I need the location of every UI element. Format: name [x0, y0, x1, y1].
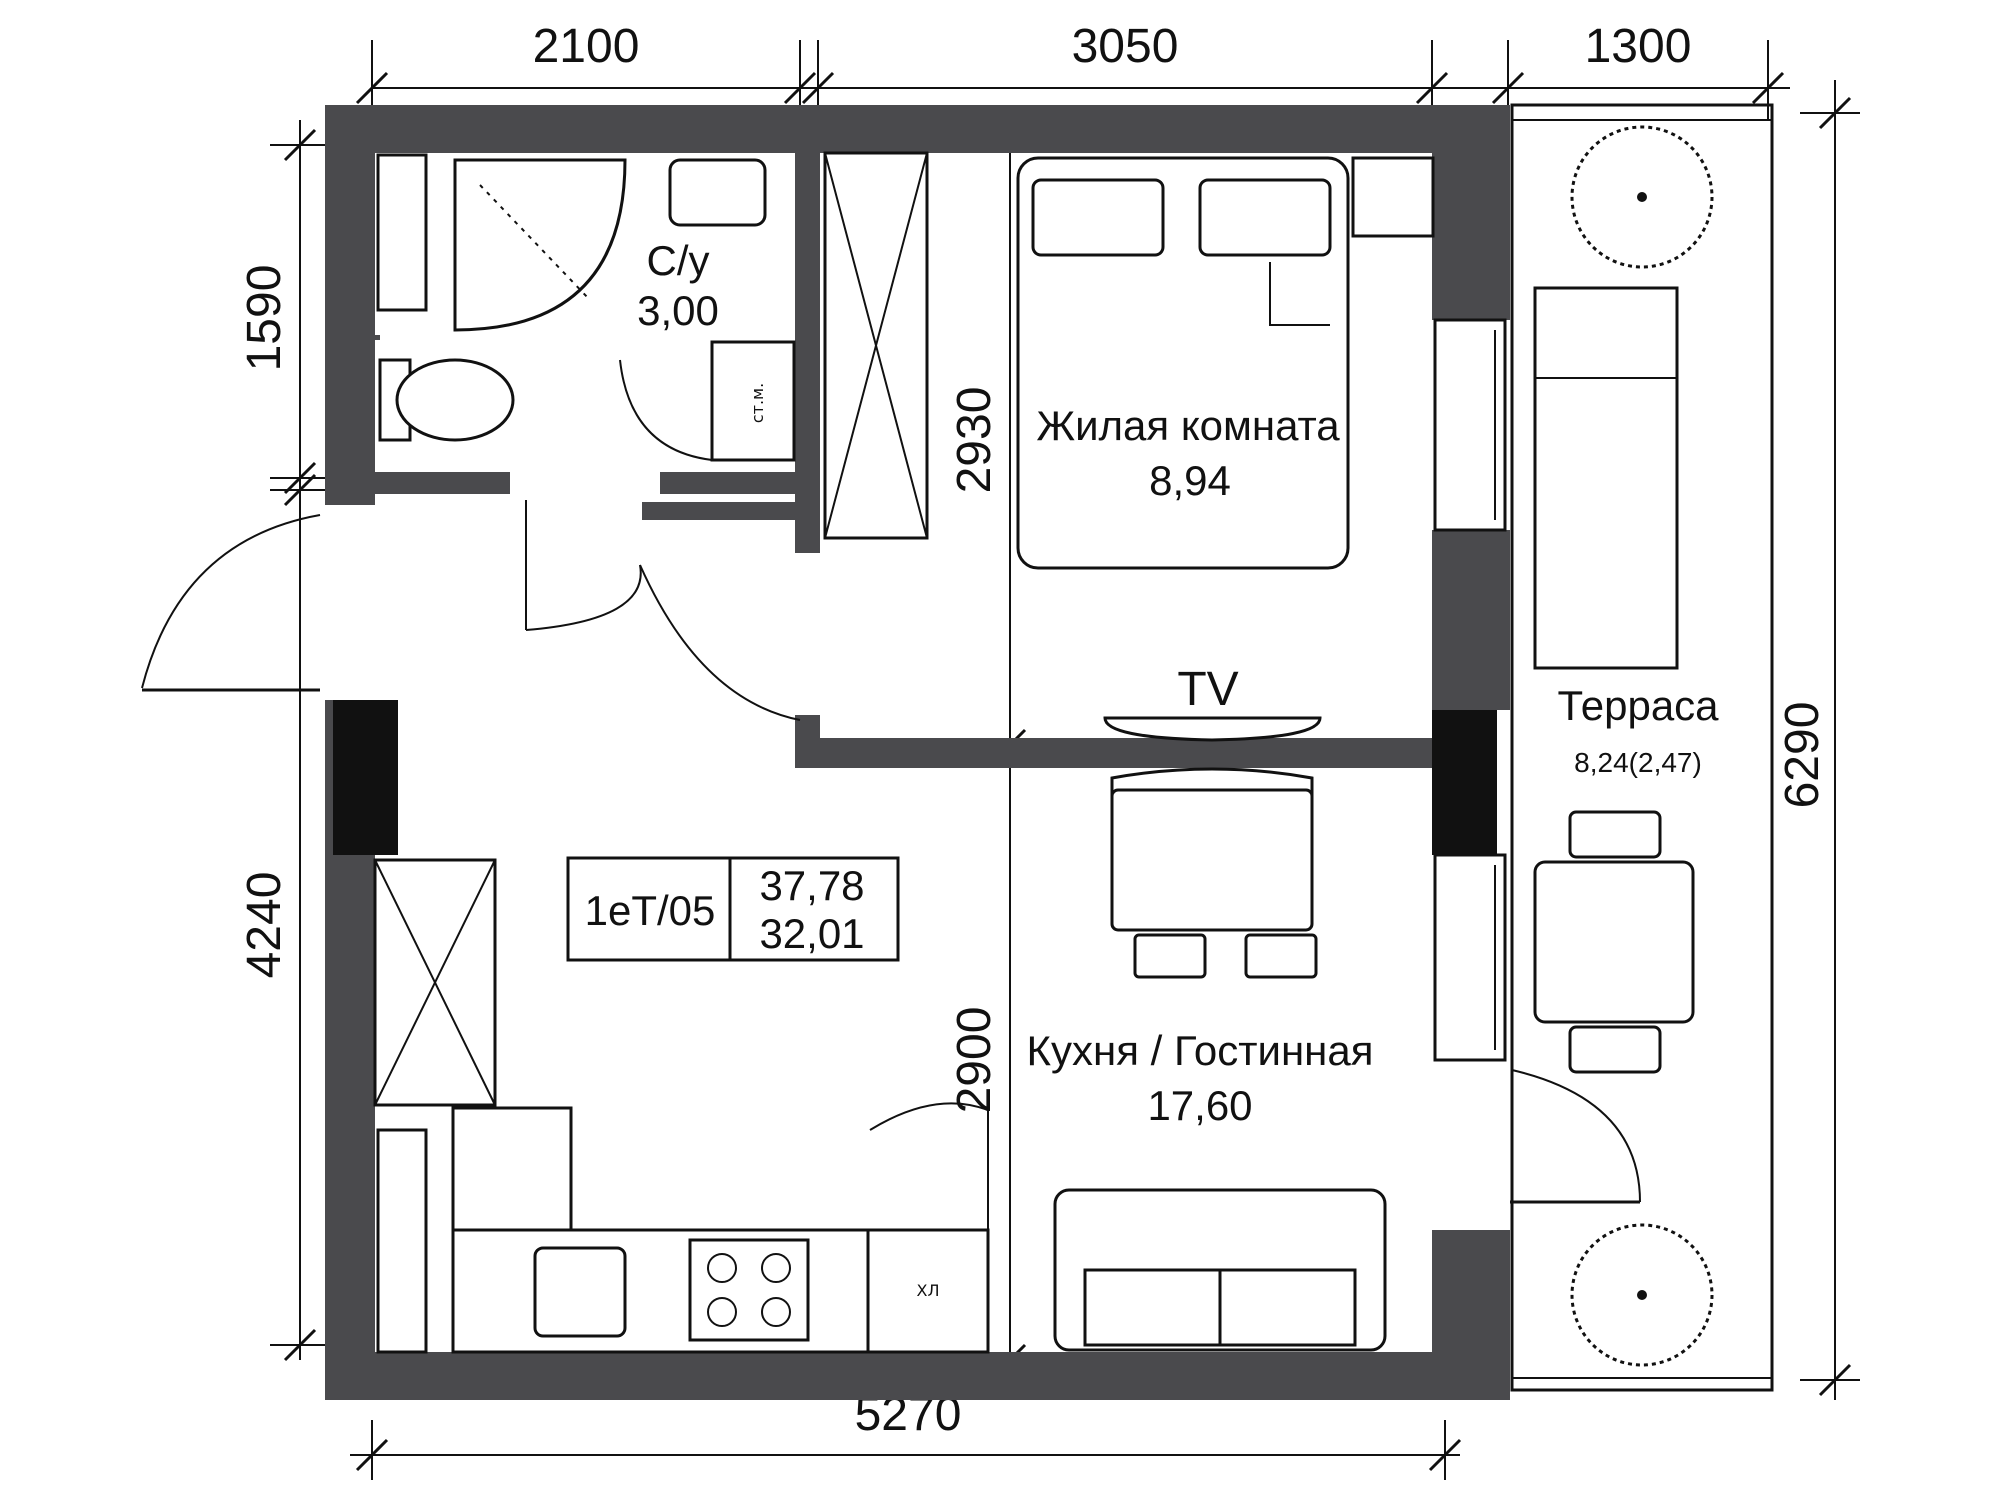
sofa — [1053, 1188, 1387, 1352]
dining-set — [1110, 788, 1318, 979]
apartment-living-area: 32,01 — [759, 910, 864, 957]
nightstand — [1351, 156, 1435, 238]
bathroom-name: С/у — [647, 237, 710, 284]
walls — [325, 105, 1510, 1400]
apartment-info-box — [566, 856, 900, 962]
fridge-label: ХЛ — [917, 1281, 940, 1300]
terrace-area: 8,24(2,47) — [1574, 747, 1702, 778]
washbasin — [668, 158, 767, 227]
windows — [1433, 318, 1507, 1062]
dim-left-upper: 1590 — [238, 265, 291, 372]
doors — [141, 500, 1641, 1352]
sun-lounger — [1533, 286, 1679, 670]
kitchen-area: 17,60 — [1147, 1082, 1252, 1129]
fridge — [866, 1228, 990, 1354]
wardrobe-upper — [823, 151, 929, 540]
terrace — [1510, 103, 1774, 1392]
bathtub-shelf — [376, 153, 428, 312]
dim-inner-lower: 2900 — [948, 1007, 1001, 1114]
terrace-table — [1533, 860, 1695, 1024]
shower-tray — [453, 158, 627, 332]
washing-machine — [710, 340, 796, 462]
dim-left-lower: 4240 — [238, 872, 291, 979]
dim-right: 6290 — [1776, 702, 1829, 809]
bedroom-name: Жилая комната — [1036, 402, 1340, 449]
bed — [1016, 156, 1435, 570]
apartment-total-area: 37,78 — [759, 862, 864, 909]
kitchen-unit — [376, 1106, 990, 1354]
bathroom-area: 3,00 — [637, 287, 719, 334]
terrace-name: Терраса — [1557, 682, 1719, 729]
bedroom-area: 8,94 — [1149, 457, 1231, 504]
columns — [333, 700, 1497, 855]
tv-bedroom-label: TV — [1177, 663, 1238, 716]
dim-top-right: 1300 — [1585, 20, 1692, 73]
washer-label: ст.м. — [748, 383, 767, 423]
kitchen-name: Кухня / Гостинная — [1027, 1027, 1374, 1074]
stove — [688, 1238, 810, 1342]
apartment-code: 1еТ/05 — [585, 887, 716, 934]
sink — [533, 1246, 627, 1338]
wardrobe-lower — [373, 858, 497, 1107]
dim-inner-upper: 2930 — [948, 387, 1001, 494]
tv-bedroom — [1103, 716, 1322, 742]
bathroom-fixtures — [376, 153, 796, 462]
dim-top-mid: 3050 — [1072, 20, 1179, 73]
dim-top-left: 2100 — [533, 20, 640, 73]
